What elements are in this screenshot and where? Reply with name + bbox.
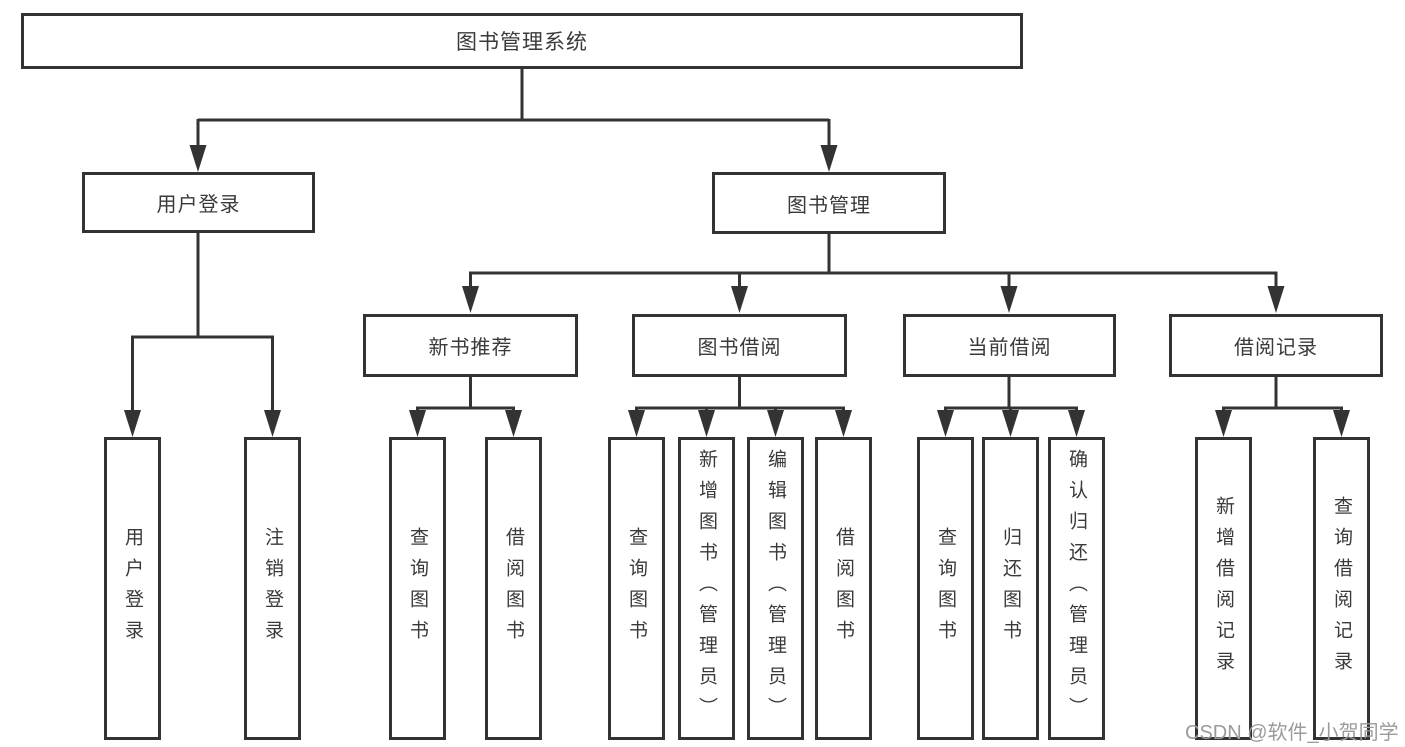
node-user-login-label: 用户登录 bbox=[156, 194, 241, 216]
node-current-borrow-label: 当前借阅 bbox=[967, 337, 1052, 359]
leaf-newbooks-borrow-label: 借阅图书 bbox=[503, 526, 524, 651]
leaf-borrow-borrow: 借阅图书 bbox=[815, 437, 872, 740]
leaf-records-add: 新增借阅记录 bbox=[1195, 437, 1252, 740]
leaf-logout: 注销登录 bbox=[244, 437, 301, 740]
node-borrow-records-label: 借阅记录 bbox=[1234, 337, 1318, 359]
leaf-borrow-borrow-label: 借阅图书 bbox=[833, 526, 854, 651]
node-root: 图书管理系统 bbox=[21, 13, 1023, 69]
node-new-books-label: 新书推荐 bbox=[428, 337, 513, 359]
leaf-current-query-label: 查询图书 bbox=[935, 526, 956, 651]
leaf-borrow-query: 查询图书 bbox=[608, 437, 665, 740]
watermark: CSDN @软件_小贺同学 bbox=[1185, 722, 1399, 744]
node-book-borrow-label: 图书借阅 bbox=[697, 337, 782, 359]
leaf-current-query: 查询图书 bbox=[917, 437, 974, 740]
leaf-user-login: 用户登录 bbox=[104, 437, 161, 740]
leaf-newbooks-query: 查询图书 bbox=[389, 437, 446, 740]
node-root-label: 图书管理系统 bbox=[456, 31, 588, 54]
node-book-mgmt-label: 图书管理 bbox=[787, 194, 871, 217]
leaf-newbooks-borrow: 借阅图书 bbox=[485, 437, 542, 740]
leaf-current-confirm-label: 确认归还（管理员） bbox=[1066, 449, 1087, 728]
node-new-books: 新书推荐 bbox=[363, 314, 578, 377]
leaf-records-query-label: 查询借阅记录 bbox=[1331, 495, 1352, 682]
node-book-mgmt: 图书管理 bbox=[712, 172, 946, 234]
arrow-down-icons bbox=[124, 145, 1350, 437]
leaf-records-add-label: 新增借阅记录 bbox=[1213, 495, 1234, 682]
leaf-borrow-query-label: 查询图书 bbox=[626, 526, 647, 651]
connector-lines bbox=[131, 69, 1343, 413]
leaf-user-login-label: 用户登录 bbox=[122, 526, 143, 651]
leaf-borrow-add: 新增图书（管理员） bbox=[678, 437, 735, 740]
leaf-logout-label: 注销登录 bbox=[262, 526, 283, 651]
node-borrow-records: 借阅记录 bbox=[1169, 314, 1383, 377]
leaf-newbooks-query-label: 查询图书 bbox=[407, 526, 428, 651]
leaf-borrow-edit-label: 编辑图书（管理员） bbox=[765, 449, 786, 728]
leaf-current-return: 归还图书 bbox=[982, 437, 1039, 740]
node-book-borrow: 图书借阅 bbox=[632, 314, 847, 377]
node-user-login: 用户登录 bbox=[82, 172, 315, 233]
leaf-borrow-add-label: 新增图书（管理员） bbox=[696, 449, 717, 728]
leaf-records-query: 查询借阅记录 bbox=[1313, 437, 1370, 740]
leaf-current-confirm: 确认归还（管理员） bbox=[1048, 437, 1105, 740]
node-current-borrow: 当前借阅 bbox=[903, 314, 1116, 377]
leaf-current-return-label: 归还图书 bbox=[1000, 526, 1021, 651]
leaf-borrow-edit: 编辑图书（管理员） bbox=[747, 437, 804, 740]
